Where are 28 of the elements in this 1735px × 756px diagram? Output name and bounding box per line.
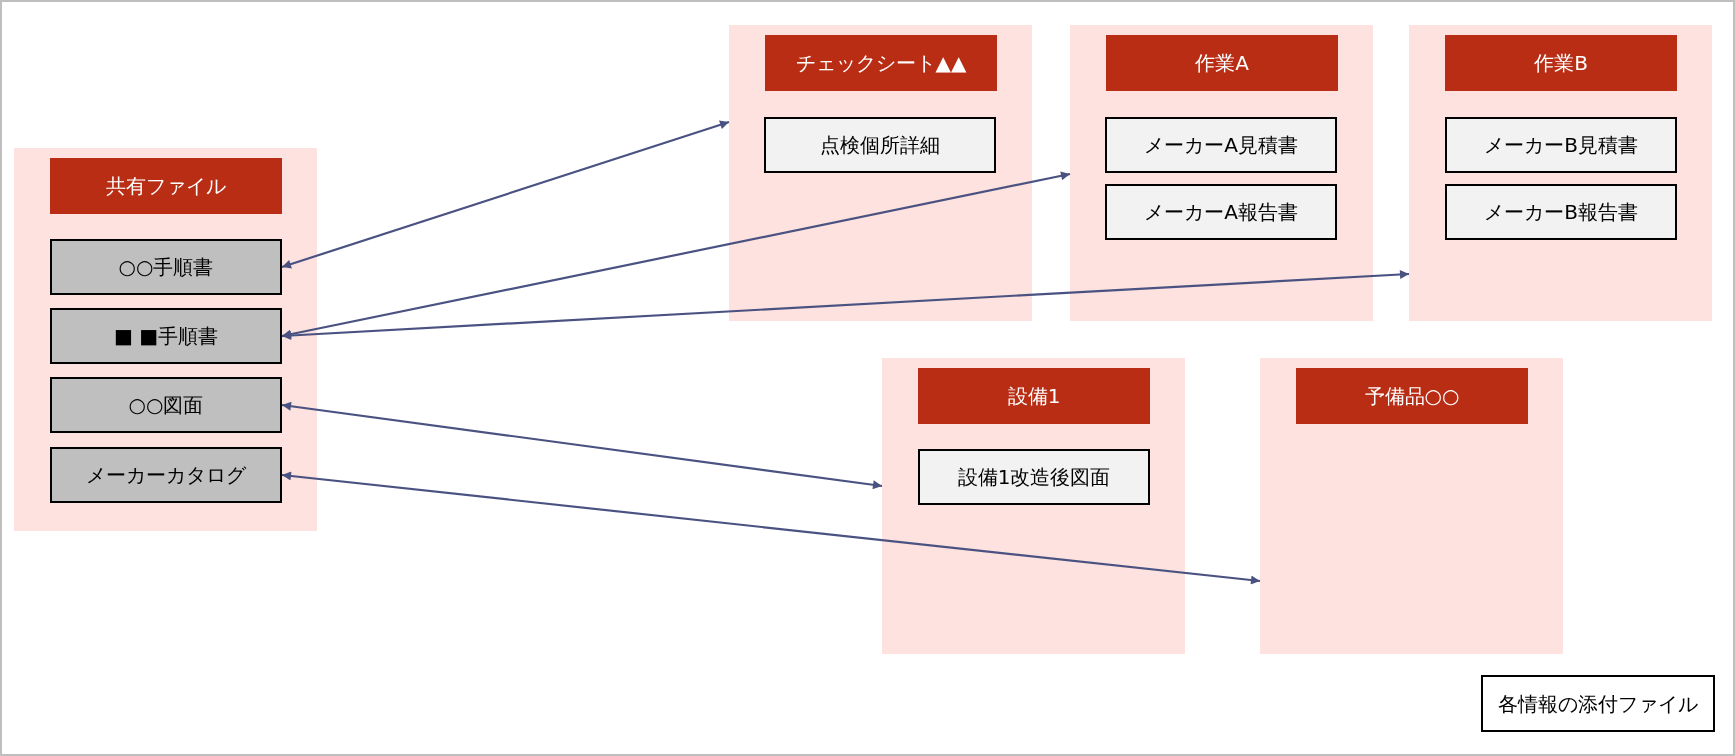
group-panel (14, 148, 317, 531)
file-box: メーカーB見積書 (1445, 117, 1677, 173)
file-box: ○○図面 (50, 377, 282, 433)
file-box: 設備1改造後図面 (918, 449, 1150, 505)
arrow (281, 270, 1410, 340)
panel-header: チェックシート▲▲ (765, 35, 997, 91)
panel-header: 作業A (1106, 35, 1338, 91)
file-box: メーカーA見積書 (1105, 117, 1337, 173)
file-box: メーカーA報告書 (1105, 184, 1337, 240)
arrow (281, 471, 1261, 585)
group-panel (1409, 25, 1712, 321)
group-panel (1070, 25, 1373, 321)
arrow (281, 401, 883, 490)
panel-header: 予備品○○ (1296, 368, 1528, 424)
group-panel (1260, 358, 1563, 654)
file-box: メーカーB報告書 (1445, 184, 1677, 240)
arrow (281, 120, 730, 269)
group-panel (882, 358, 1185, 654)
panel-header: 共有ファイル (50, 158, 282, 214)
file-box: 各情報の添付ファイル (1481, 675, 1715, 732)
file-box: 点検個所詳細 (764, 117, 996, 173)
group-panel (729, 25, 1032, 321)
arrow (281, 171, 1071, 339)
file-box: ○○手順書 (50, 239, 282, 295)
panel-header: 設備1 (918, 368, 1150, 424)
file-box: ■ ■手順書 (50, 308, 282, 364)
panel-header: 作業B (1445, 35, 1677, 91)
file-box: メーカーカタログ (50, 447, 282, 503)
